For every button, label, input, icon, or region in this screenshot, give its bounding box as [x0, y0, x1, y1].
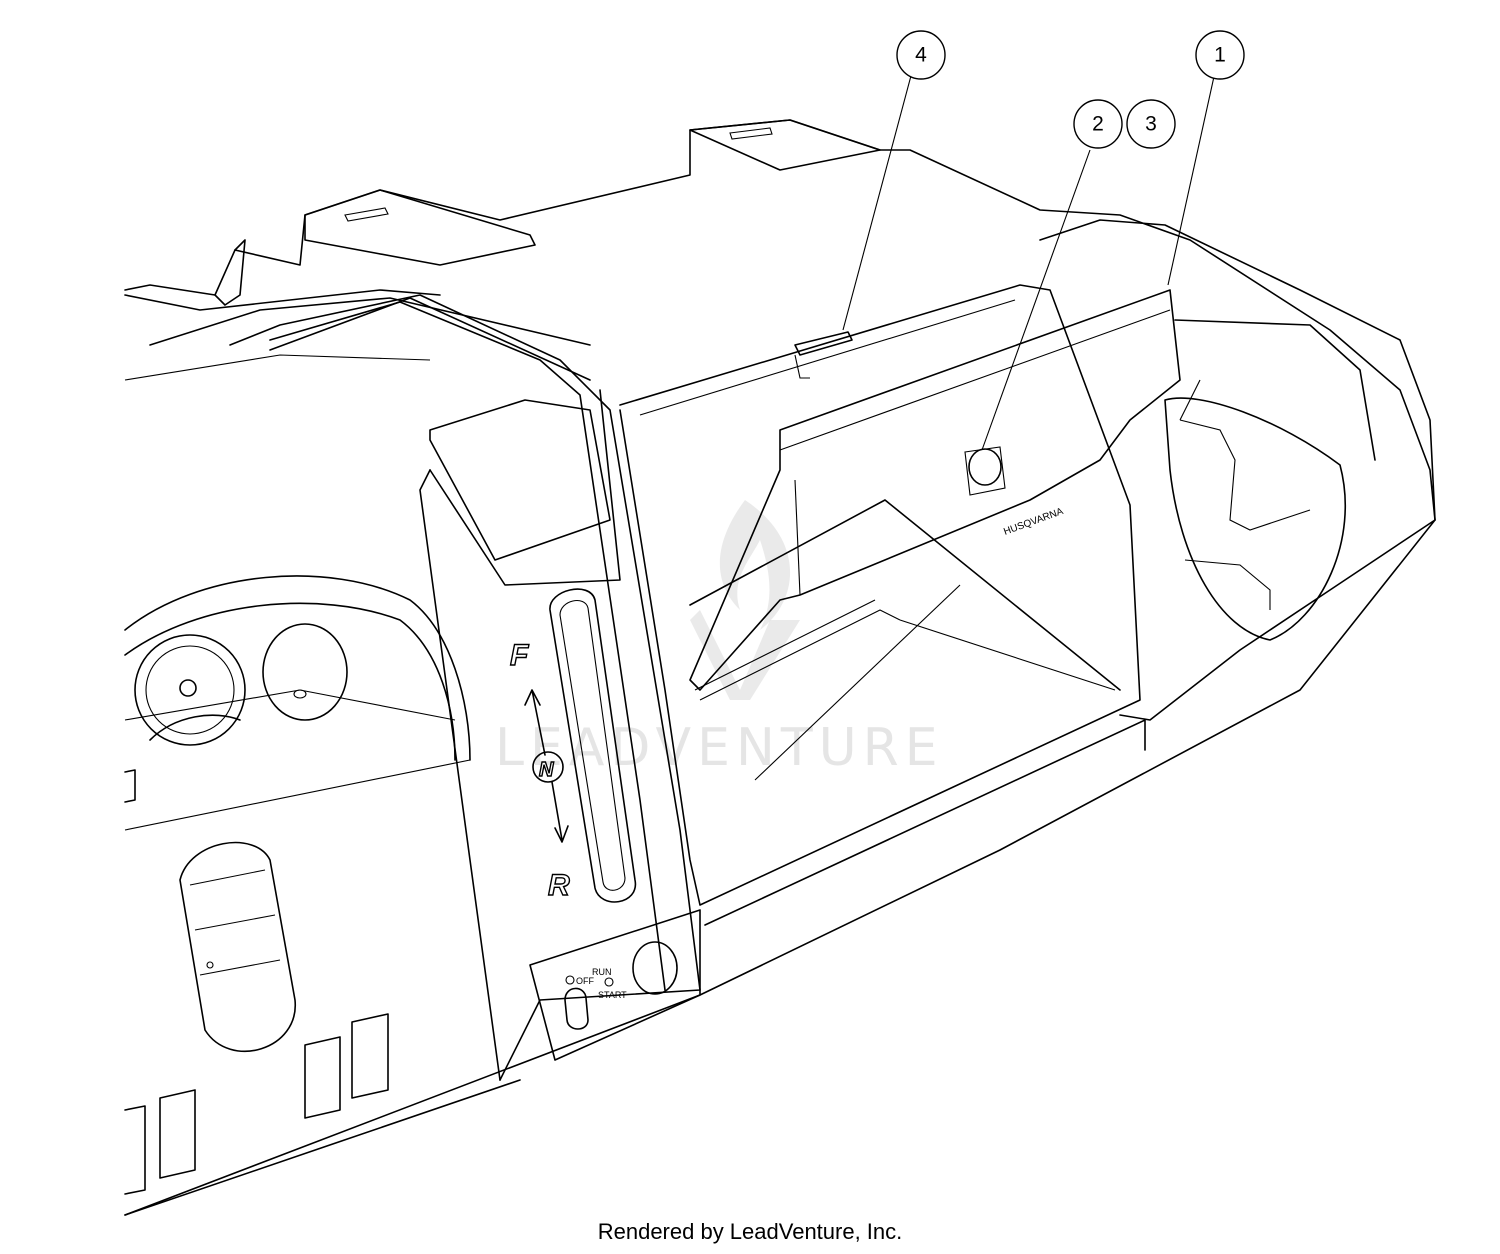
- right-side-panel: [124, 219, 1436, 1216]
- gauge-right: [262, 623, 348, 721]
- ignition-run-label: RUN: [592, 967, 612, 977]
- shifter-neutral-circle: [532, 751, 564, 783]
- callout-4[interactable]: 4: [896, 30, 946, 80]
- dash-face: [124, 575, 471, 831]
- leader-4: [842, 71, 913, 331]
- shifter-slot[interactable]: [549, 588, 637, 903]
- switch-slot-3[interactable]: [159, 1089, 196, 1179]
- watermark-lv-icon: [690, 610, 800, 700]
- switch-slot-2[interactable]: [351, 1013, 389, 1099]
- vent-oval: [179, 841, 296, 1053]
- callout-1[interactable]: 1: [1195, 30, 1245, 80]
- upper-body: [124, 119, 1436, 521]
- callout-3[interactable]: 3: [1126, 99, 1176, 149]
- glovebox-door[interactable]: [689, 289, 1181, 691]
- ignition-off-icon: [565, 975, 575, 985]
- glovebox-knob[interactable]: [968, 448, 1002, 486]
- ignition-key-slot[interactable]: [564, 987, 589, 1030]
- shifter-forward-label: F: [510, 639, 529, 672]
- gauge-left: [134, 634, 246, 746]
- callouts: 4 2 3 1: [842, 30, 1245, 451]
- glovebox-latch[interactable]: [794, 331, 853, 356]
- ignition-start-icon: [604, 977, 614, 987]
- svg-text:3: 3: [1145, 113, 1157, 136]
- glovebox: HUSQVARNA: [619, 284, 1181, 926]
- lower-left-panel: [124, 841, 521, 1216]
- svg-text:4: 4: [915, 44, 927, 67]
- shifter-neutral-label: N: [539, 759, 554, 781]
- leader-2: [981, 149, 1091, 451]
- shifter-arrow-up-icon: [524, 689, 546, 756]
- switch-slot-4[interactable]: [124, 1105, 146, 1195]
- watermark-flame-icon: [719, 500, 791, 630]
- ignition-round-socket[interactable]: [632, 941, 678, 995]
- svg-text:1: 1: [1214, 44, 1226, 67]
- shifter-arrow-down-icon: [551, 781, 569, 843]
- ignition-panel: [529, 909, 701, 1061]
- gauge-left-hub-icon: [179, 679, 197, 697]
- switch-slot-1[interactable]: [304, 1036, 341, 1119]
- watermark: LEADVENTURE: [495, 500, 938, 778]
- cupholder[interactable]: [1164, 397, 1346, 641]
- brand-logo: HUSQVARNA: [1002, 506, 1065, 538]
- center-console: F N R OFF RUN START: [229, 294, 701, 1081]
- ignition-off-label: OFF: [576, 976, 594, 986]
- svg-text:2: 2: [1092, 113, 1104, 136]
- shifter-reverse-label: R: [548, 869, 570, 902]
- callout-2[interactable]: 2: [1073, 99, 1123, 149]
- ignition-start-label: START: [598, 990, 627, 1000]
- leader-1: [1167, 71, 1216, 286]
- footer-credit: Rendered by LeadVenture, Inc.: [597, 1219, 903, 1244]
